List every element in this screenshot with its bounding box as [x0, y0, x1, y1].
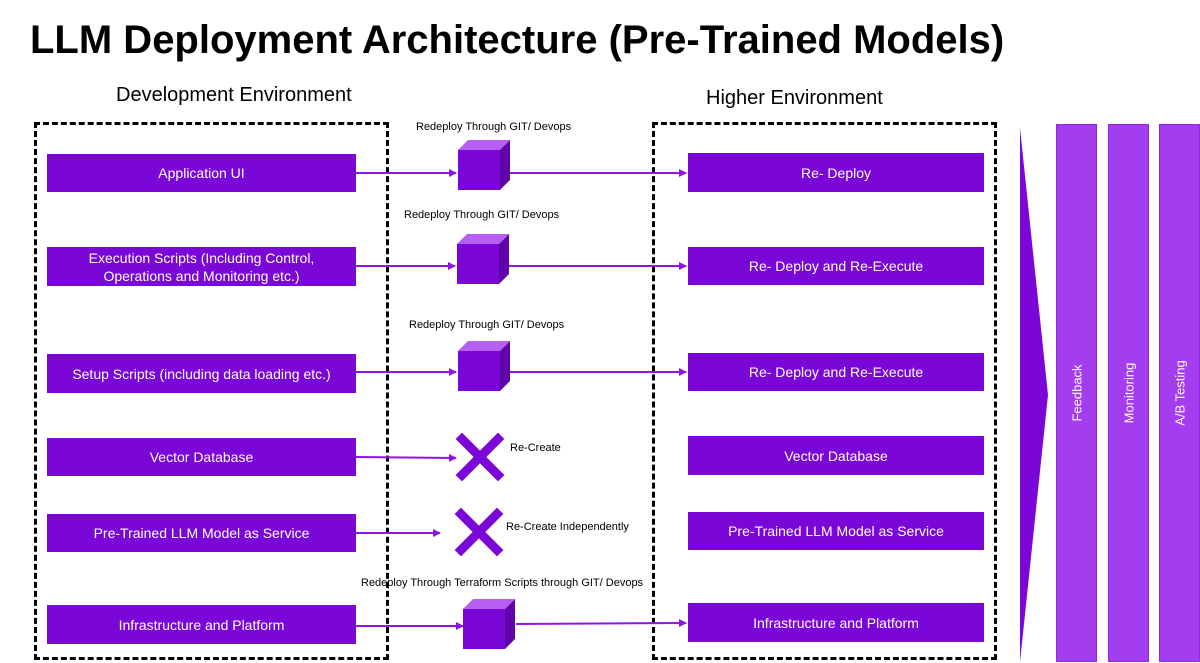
- dev-environment-label: Development Environment: [116, 84, 352, 106]
- dev-environment-container: [34, 122, 389, 660]
- higher-box-llm-model-service: Pre-Trained LLM Model as Service: [688, 512, 984, 550]
- package-cube-icon-3: [458, 341, 510, 391]
- package-cube-icon-2: [457, 234, 509, 284]
- cross-icon-recreate-independently: [454, 507, 504, 557]
- annotation-redeploy-terraform: Redeploy Through Terraform Scripts throu…: [361, 577, 644, 589]
- side-bar-monitoring-label: Monitoring: [1121, 362, 1136, 424]
- dev-box-vector-database: Vector Database: [47, 438, 356, 476]
- package-cube-icon-1: [458, 140, 510, 190]
- package-cube-icon-6: [463, 599, 515, 649]
- arrow-cube-to-higher-6: [515, 619, 687, 628]
- higher-environment-container: [652, 122, 997, 660]
- higher-box-redeploy: Re- Deploy: [688, 153, 984, 192]
- dev-box-execution-scripts: Execution Scripts (Including Control, Op…: [47, 247, 356, 286]
- side-bar-ab-testing: A/B Testing: [1159, 124, 1200, 662]
- higher-environment-label: Higher Environment: [706, 87, 883, 109]
- side-bar-monitoring: Monitoring: [1108, 124, 1149, 662]
- flow-chevron-arrow: [1020, 128, 1048, 662]
- cross-icon-recreate: [455, 432, 505, 482]
- higher-box-vector-database: Vector Database: [688, 436, 984, 475]
- side-bar-feedback: Feedback: [1056, 124, 1097, 662]
- annotation-redeploy-git-3: Redeploy Through GIT/ Devops: [409, 319, 565, 331]
- annotation-redeploy-git-2: Redeploy Through GIT/ Devops: [404, 209, 560, 221]
- arrow-dev-to-cross-4: [355, 453, 457, 462]
- annotation-redeploy-git-1: Redeploy Through GIT/ Devops: [416, 121, 572, 133]
- higher-box-redeploy-reexecute-2: Re- Deploy and Re-Execute: [688, 353, 984, 391]
- side-bar-feedback-label: Feedback: [1069, 364, 1084, 422]
- higher-box-infrastructure-platform: Infrastructure and Platform: [688, 603, 984, 642]
- dev-box-infrastructure-platform: Infrastructure and Platform: [47, 605, 356, 644]
- annotation-recreate: Re-Create: [510, 442, 561, 454]
- dev-box-llm-model-service: Pre-Trained LLM Model as Service: [47, 514, 356, 552]
- annotation-recreate-independently: Re-Create Independently: [506, 521, 629, 533]
- dev-box-setup-scripts: Setup Scripts (including data loading et…: [47, 354, 356, 393]
- page-title: LLM Deployment Architecture (Pre-Trained…: [30, 18, 1005, 62]
- dev-box-application-ui: Application UI: [47, 154, 356, 192]
- side-bar-ab-testing-label: A/B Testing: [1172, 360, 1187, 426]
- higher-box-redeploy-reexecute-1: Re- Deploy and Re-Execute: [688, 247, 984, 285]
